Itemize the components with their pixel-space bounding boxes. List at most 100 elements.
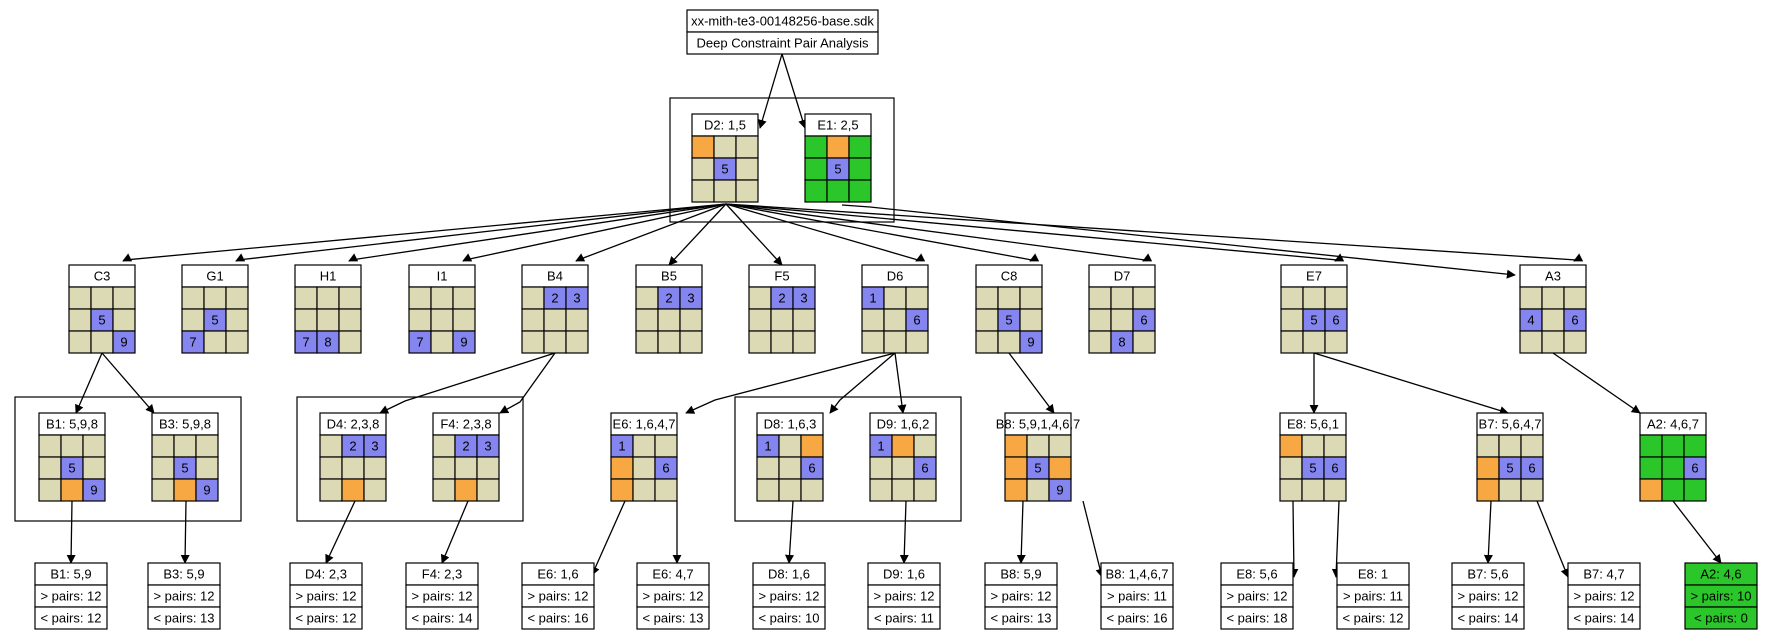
grid-node-label: E7: [1306, 269, 1322, 284]
cell-digit: 6: [662, 461, 669, 476]
leaf-less-pairs: < pairs: 0: [1694, 611, 1748, 626]
root-node: xx-mith-te3-00148256-base.sdk Deep Const…: [686, 9, 879, 55]
leaf-node: B7: 4,7> pairs: 12< pairs: 14: [1567, 562, 1641, 630]
grid-cell: [82, 456, 106, 480]
grid-cell: [316, 308, 340, 332]
leaf-label: D4: 2,3: [305, 567, 347, 582]
grid-cell: [632, 478, 656, 502]
grid-cell: [225, 308, 249, 332]
grid-cell: [1004, 434, 1028, 458]
grid-cell: [1324, 330, 1348, 354]
cell-digit: 5: [211, 313, 218, 328]
cluster-box: [14, 396, 242, 522]
grid-cell: [1541, 286, 1565, 310]
leaf-node: F4: 2,3 > pairs: 12 < pairs: 14: [405, 562, 479, 630]
cell-digit: 2: [349, 439, 356, 454]
grid-cell: [1280, 330, 1304, 354]
grid-cell: [1498, 434, 1522, 458]
leaf-label: B3: 5,9: [163, 567, 204, 582]
cell-digit: 3: [484, 439, 491, 454]
grid-cell: [452, 286, 476, 310]
grid-cell: [1088, 330, 1112, 354]
cell-digit: 7: [189, 335, 196, 350]
grid-cell: [1520, 434, 1544, 458]
cell-digit: 5: [98, 313, 105, 328]
cluster-box: [669, 97, 895, 223]
grid-cell: [195, 456, 219, 480]
edge-arrow: [348, 203, 727, 262]
grid-cell: [913, 478, 937, 502]
leaf-less-pairs: < pairs: 14: [411, 611, 472, 626]
grid-cell: [792, 308, 816, 332]
grid-cell: [521, 308, 545, 332]
grid-cell: [341, 456, 365, 480]
cell-digit: 9: [1027, 335, 1034, 350]
grid-node-label: B3: 5,9,8: [159, 417, 211, 432]
grid-cell: [891, 456, 915, 480]
grid-node-label: B4: [547, 269, 563, 284]
grid-cell: [891, 478, 915, 502]
grid-cell: [804, 135, 828, 159]
grid-node-b1: B1: 5,9,859: [38, 412, 106, 502]
grid-cell: [848, 157, 872, 181]
leaf-greater-pairs: > pairs: 12: [1573, 589, 1634, 604]
grid-cell: [891, 434, 915, 458]
grid-cell: [38, 478, 62, 502]
cell-digit: 5: [1310, 313, 1317, 328]
grid-cell: [883, 286, 907, 310]
grid-cell: [1520, 478, 1544, 502]
cell-digit: 6: [913, 313, 920, 328]
leaf-less-pairs: < pairs: 12: [295, 611, 356, 626]
grid-cell: [294, 286, 318, 310]
grid-node-label: B7: 5,6,4,7: [1479, 417, 1542, 432]
grid-cell: [565, 330, 589, 354]
grid-cell: [632, 434, 656, 458]
leaf-node: E6: 1,6> pairs: 12< pairs: 16: [521, 562, 595, 630]
grid-cell: [316, 286, 340, 310]
grid-cell: [90, 330, 114, 354]
grid-cell: [430, 330, 454, 354]
leaf-node: B8: 1,4,6,7> pairs: 11< pairs: 16: [1100, 562, 1174, 630]
grid-cell: [151, 456, 175, 480]
edge-arrow: [122, 203, 727, 262]
grid-cell: [778, 478, 802, 502]
edge-arrow: [829, 352, 896, 414]
leaf-label: F4: 2,3: [422, 567, 462, 582]
grid-cell: [82, 478, 106, 502]
root-subtitle: Deep Constraint Pair Analysis: [697, 36, 869, 51]
grid-cell: [454, 478, 478, 502]
leaf-greater-pairs: > pairs: 12: [411, 589, 472, 604]
edge-arrow: [575, 203, 727, 262]
grid-cell: [1019, 330, 1043, 354]
leaf-node: D8: 1,6> pairs: 12< pairs: 10: [752, 562, 826, 630]
cell-digit: 2: [665, 291, 672, 306]
grid-cell: [635, 286, 659, 310]
leaf-less-pairs: < pairs: 10: [758, 611, 819, 626]
grid-cell: [476, 478, 500, 502]
grid-cell: [1048, 434, 1072, 458]
grid-cell: [543, 330, 567, 354]
cell-digit: 1: [764, 439, 771, 454]
leaf-greater-pairs: > pairs: 11: [1107, 589, 1167, 604]
cell-digit: 6: [1332, 313, 1339, 328]
grid-cell: [635, 308, 659, 332]
grid-cell: [38, 456, 62, 480]
grid-cell: [1302, 286, 1326, 310]
grid-cell: [1476, 434, 1500, 458]
edge-arrow: [591, 500, 626, 576]
grid-cell: [869, 456, 893, 480]
grid-cell: [363, 478, 387, 502]
grid-cell: [883, 308, 907, 332]
leaf-label: A2: 4,6: [1700, 567, 1741, 582]
leaf-label: E6: 1,6: [537, 567, 578, 582]
edge-arrow: [1483, 500, 1493, 564]
grid-cell: [1541, 330, 1565, 354]
grid-node-label: H1: [320, 269, 337, 284]
grid-cell: [635, 330, 659, 354]
root-title: xx-mith-te3-00148256-base.sdk: [691, 14, 874, 29]
grid-cell: [68, 330, 92, 354]
